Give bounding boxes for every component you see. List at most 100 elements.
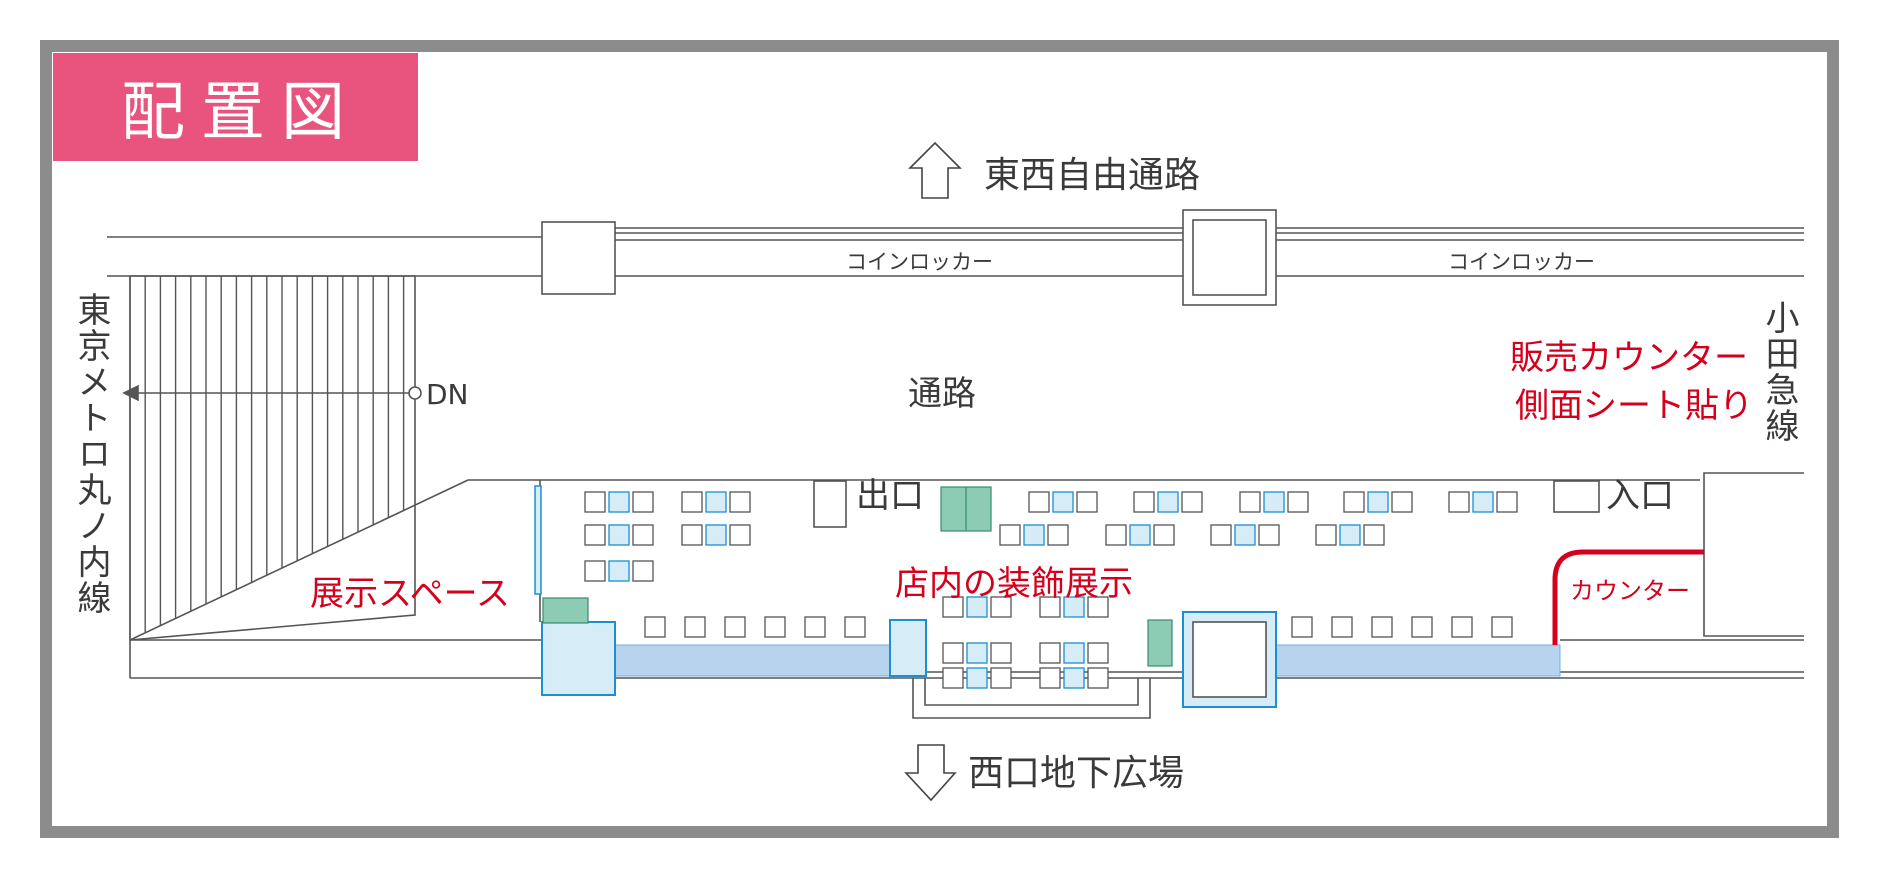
shelf bbox=[1047, 524, 1069, 546]
highlight-store-decoration: 店内の装飾展示 bbox=[895, 564, 1133, 604]
shelf bbox=[632, 524, 654, 546]
shelf bbox=[1491, 616, 1513, 638]
highlight-shelf bbox=[608, 560, 630, 582]
shelf bbox=[1391, 491, 1413, 513]
shelf bbox=[1087, 642, 1109, 664]
highlight-shelf bbox=[1157, 491, 1179, 513]
shelf bbox=[942, 642, 964, 664]
shelf bbox=[1039, 667, 1061, 689]
shelf bbox=[644, 616, 666, 638]
shelf bbox=[990, 642, 1012, 664]
highlight-shelf bbox=[608, 524, 630, 546]
shelf bbox=[1039, 642, 1061, 664]
highlight-shelf bbox=[1129, 524, 1151, 546]
highlight-shelf bbox=[1063, 596, 1085, 618]
label-exit: 出口 bbox=[856, 476, 924, 516]
shelf bbox=[1411, 616, 1433, 638]
shelf bbox=[1087, 667, 1109, 689]
highlight-counter-sheet-1: 販売カウンター bbox=[1510, 338, 1748, 378]
shelf bbox=[681, 524, 703, 546]
shelf bbox=[1239, 491, 1261, 513]
odakyu-building bbox=[1703, 472, 1804, 637]
highlight-shelf bbox=[608, 491, 630, 513]
shelf bbox=[724, 616, 746, 638]
shelf bbox=[942, 596, 964, 618]
green-display bbox=[1147, 619, 1173, 667]
shelf bbox=[584, 560, 606, 582]
shelf bbox=[1210, 524, 1232, 546]
shelf bbox=[1133, 491, 1155, 513]
highlight-shelf bbox=[1063, 642, 1085, 664]
shelf bbox=[1371, 616, 1393, 638]
shelf bbox=[1343, 491, 1365, 513]
highlight-shelf bbox=[1367, 491, 1389, 513]
shelf bbox=[1451, 616, 1473, 638]
shelf bbox=[990, 596, 1012, 618]
south-arrow-icon bbox=[904, 744, 957, 802]
shelf bbox=[1287, 491, 1309, 513]
shelf bbox=[1028, 491, 1050, 513]
title-text: 配置図 bbox=[121, 76, 361, 150]
counter-red-line bbox=[1552, 549, 1704, 645]
label-locker: コインロッカー bbox=[846, 250, 993, 274]
shelf bbox=[999, 524, 1021, 546]
pillar-inner bbox=[1192, 219, 1267, 296]
shelf bbox=[942, 667, 964, 689]
highlight-display-space: 展示スペース bbox=[310, 574, 510, 614]
shelf bbox=[1039, 596, 1061, 618]
green-display bbox=[542, 597, 589, 624]
shelf bbox=[1087, 596, 1109, 618]
dn-marker bbox=[408, 386, 422, 400]
highlight-shelf bbox=[705, 524, 727, 546]
notch-wall bbox=[912, 678, 1151, 719]
highlight-shelf bbox=[1263, 491, 1285, 513]
pillar-display bbox=[889, 619, 927, 677]
highlight-shelf bbox=[1052, 491, 1074, 513]
label-north-passage: 東西自由通路 bbox=[984, 155, 1201, 196]
label-locker: コインロッカー bbox=[1448, 250, 1595, 274]
shelf bbox=[729, 524, 751, 546]
counter-band bbox=[614, 644, 896, 677]
highlight-shelf bbox=[1023, 524, 1045, 546]
pillar bbox=[541, 221, 616, 295]
label-counter: カウンター bbox=[1570, 577, 1690, 605]
label-passage: 通路 bbox=[908, 374, 976, 414]
entrance-door bbox=[1553, 480, 1600, 513]
shelf bbox=[632, 491, 654, 513]
shelf bbox=[804, 616, 826, 638]
shelf bbox=[1105, 524, 1127, 546]
shelf bbox=[844, 616, 866, 638]
display-wall bbox=[534, 485, 542, 595]
highlight-shelf bbox=[1063, 667, 1085, 689]
north-arrow-icon bbox=[908, 141, 962, 199]
dn-arrowhead bbox=[122, 384, 139, 402]
highlight-shelf bbox=[966, 667, 988, 689]
shelf bbox=[764, 616, 786, 638]
shelf bbox=[584, 491, 606, 513]
highlight-shelf bbox=[966, 596, 988, 618]
shelf bbox=[1181, 491, 1203, 513]
page-title: 配置図 bbox=[53, 53, 418, 161]
label-west-plaza: 西口地下広場 bbox=[968, 753, 1185, 794]
stair-diagonal bbox=[129, 479, 469, 641]
shelf bbox=[1153, 524, 1175, 546]
shelf bbox=[584, 524, 606, 546]
shelf bbox=[1496, 491, 1518, 513]
label-dn: DN bbox=[426, 378, 469, 411]
label-entrance: 入口 bbox=[1606, 476, 1674, 516]
pillar-display bbox=[541, 621, 616, 696]
shelf bbox=[684, 616, 706, 638]
highlight-shelf bbox=[705, 491, 727, 513]
counter-band bbox=[1275, 644, 1561, 677]
shelf bbox=[632, 560, 654, 582]
highlight-counter-sheet-2: 側面シート貼り bbox=[1515, 386, 1753, 426]
notch-wall bbox=[924, 678, 1139, 706]
shelf bbox=[1258, 524, 1280, 546]
shelf bbox=[1448, 491, 1470, 513]
shelf bbox=[729, 491, 751, 513]
shelf bbox=[1331, 616, 1353, 638]
shelf bbox=[681, 491, 703, 513]
shelf bbox=[1291, 616, 1313, 638]
highlight-shelf bbox=[966, 642, 988, 664]
